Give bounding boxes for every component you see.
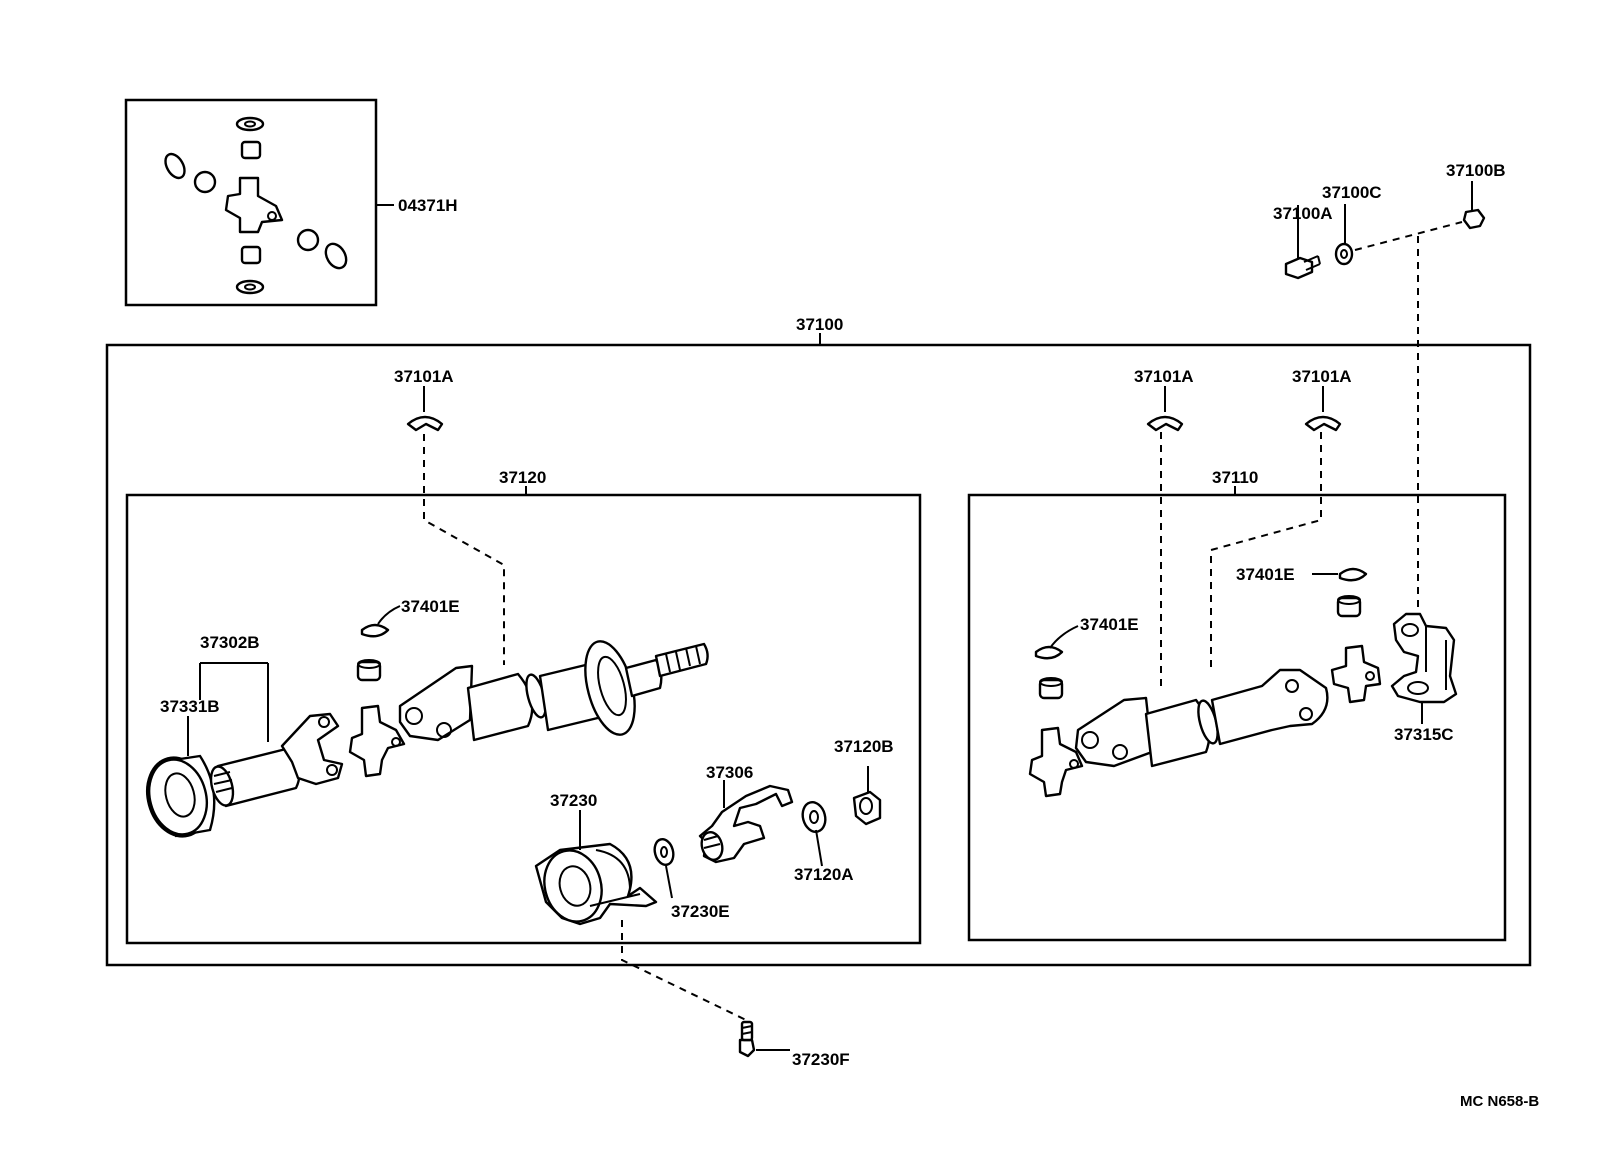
washer-37230e (653, 838, 675, 866)
clip-37101a-right (1304, 415, 1342, 432)
rear-shaft-frame (125, 493, 922, 945)
universal-joint-kit (164, 116, 348, 295)
flange-yoke-37315c (1390, 612, 1458, 704)
spider-right-upper (1330, 644, 1382, 704)
label-37302b: 37302B (200, 633, 260, 652)
nut-37100b (1462, 208, 1486, 230)
spider-left (348, 704, 406, 778)
propeller-shaft-assembly-frame (105, 343, 1532, 967)
washer-37100c (1334, 242, 1354, 266)
front-shaft-frame (967, 493, 1507, 942)
label-37401e-left: 37401E (401, 597, 460, 616)
clip-37101a-mid (1146, 415, 1184, 432)
bearing-cup-right-upper (1336, 595, 1362, 618)
universal-joint-kit-frame (124, 98, 378, 307)
bolt-37230f (738, 1020, 756, 1058)
label-37230f: 37230F (792, 1050, 850, 1069)
label-37101a-left: 37101A (394, 367, 454, 386)
label-37401e-right-lower: 37401E (1080, 615, 1139, 634)
label-37101a-right: 37101A (1292, 367, 1352, 386)
center-bearing-37230 (534, 842, 658, 926)
flange-yoke-37306 (698, 784, 794, 864)
label-37331b: 37331B (160, 697, 220, 716)
label-04371h: 04371H (398, 196, 458, 215)
label-37120: 37120 (499, 468, 547, 487)
clip-37101a-left (406, 415, 444, 432)
label-37120a: 37120A (794, 865, 854, 884)
bearing-cup-right-lower (1038, 677, 1064, 700)
diagram-code: MC N658-B (1460, 1093, 1540, 1110)
bearing-cup-left (356, 659, 382, 682)
dust-seal-37331b (146, 754, 216, 838)
washer-37120a (801, 801, 827, 833)
nut-37120b (852, 790, 882, 826)
label-37100a: 37100A (1273, 204, 1333, 223)
spider-right-lower (1028, 726, 1084, 798)
sleeve-yoke-37302b (209, 712, 344, 808)
label-37306: 37306 (706, 763, 754, 782)
label-37120b: 37120B (834, 737, 894, 756)
snap-ring-37401e-left (360, 623, 390, 638)
label-37101a-mid: 37101A (1134, 367, 1194, 386)
label-37230: 37230 (550, 791, 598, 810)
rear-propeller-shaft (398, 640, 709, 742)
label-37230e: 37230E (671, 902, 730, 921)
label-37100c: 37100C (1322, 183, 1382, 202)
label-37401e-right-upper: 37401E (1236, 565, 1295, 584)
label-37100: 37100 (796, 315, 844, 334)
label-37100b: 37100B (1446, 161, 1506, 180)
snap-ring-37401e-right-lower (1034, 645, 1064, 660)
snap-ring-37401e-right-upper (1338, 567, 1368, 582)
front-propeller-shaft (1074, 668, 1329, 768)
bolt-37100a (1284, 255, 1321, 280)
label-37315c: 37315C (1394, 725, 1454, 744)
label-37110: 37110 (1212, 468, 1259, 487)
